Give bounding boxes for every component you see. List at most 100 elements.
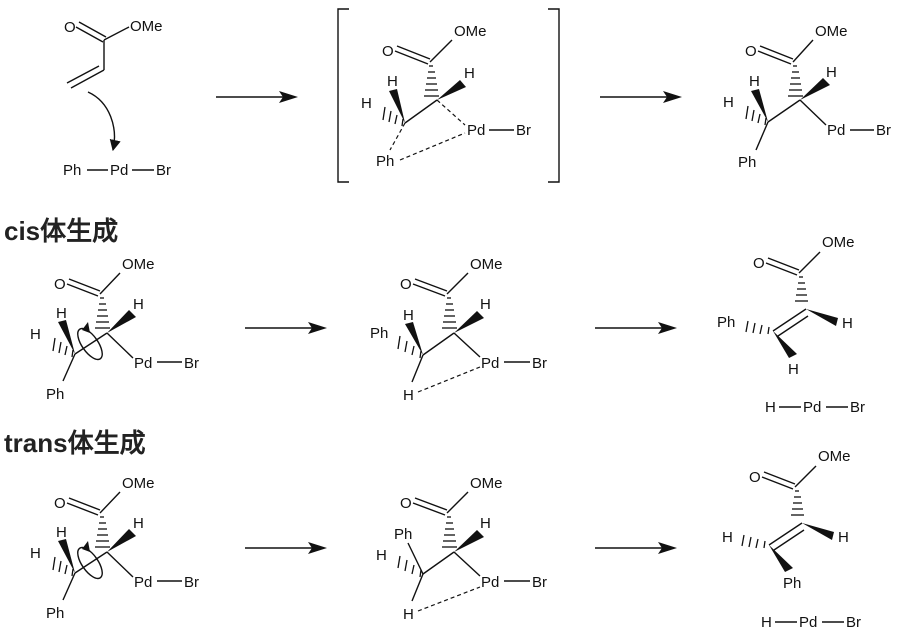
hashed-bond bbox=[95, 516, 110, 548]
reaction-arrow-6 bbox=[595, 542, 677, 554]
left-bracket bbox=[337, 8, 349, 183]
palladium-label: Pd bbox=[110, 162, 128, 179]
cis-rotamer: O OMe H H H Ph Pd Br bbox=[30, 256, 199, 403]
hydrogen-label: H bbox=[403, 387, 414, 404]
hashed-bond bbox=[442, 297, 457, 329]
ester-o-bond bbox=[446, 272, 469, 295]
hydrogen-label: H bbox=[722, 529, 733, 546]
reaction-arrow-3 bbox=[245, 322, 327, 334]
bromine-label: Br bbox=[846, 614, 861, 631]
methoxy-label: OMe bbox=[454, 23, 487, 40]
phenyl-label: Ph bbox=[394, 526, 412, 543]
carbonyl-bond bbox=[761, 476, 794, 490]
methoxy-label: OMe bbox=[815, 23, 848, 40]
forming-pd-h-bond bbox=[417, 366, 481, 393]
ester-o-bond bbox=[103, 26, 130, 41]
rotation-arrow bbox=[77, 327, 103, 361]
c-h-bond bbox=[411, 573, 424, 602]
bromine-label: Br bbox=[184, 355, 199, 372]
carbonyl-bond-2 bbox=[78, 21, 107, 38]
rotation-arrowhead bbox=[82, 322, 90, 333]
hashed-bond bbox=[397, 335, 422, 359]
c-pd-bond bbox=[799, 99, 827, 126]
bromine-label: Br bbox=[850, 399, 865, 416]
alkene-bond-2 bbox=[66, 65, 100, 84]
wedge-bond bbox=[437, 80, 466, 100]
rotation-arrowhead bbox=[82, 541, 90, 552]
wedge-bond bbox=[454, 311, 484, 333]
carbonyl-bond bbox=[765, 262, 798, 276]
methoxy-label: OMe bbox=[822, 234, 855, 251]
c-pd-bond bbox=[453, 551, 481, 577]
c-c-bond bbox=[74, 551, 108, 574]
wedge-bond bbox=[454, 530, 484, 552]
hashed-bond bbox=[791, 490, 804, 516]
hydrogen-label: H bbox=[30, 326, 41, 343]
hydrogen-label: H bbox=[403, 606, 414, 623]
c-ph-bond bbox=[62, 353, 76, 382]
carbonyl-bond-2 bbox=[68, 497, 101, 511]
hashed-bond bbox=[795, 276, 808, 302]
cis-syn-elimination-state: O OMe H H Ph H Pd Br bbox=[370, 256, 547, 404]
methoxy-label: OMe bbox=[130, 18, 163, 35]
hashed-bond bbox=[788, 65, 803, 97]
c-pd-bond bbox=[453, 332, 481, 358]
phenyl-label: Ph bbox=[717, 314, 735, 331]
carbonyl-oxygen-label: O bbox=[54, 495, 66, 512]
carbonyl-bond-2 bbox=[396, 45, 431, 60]
c-c-bond bbox=[422, 332, 455, 356]
carbonyl-oxygen-label: O bbox=[54, 276, 66, 293]
phenyl-label: Ph bbox=[738, 154, 756, 171]
carbonyl-bond-2 bbox=[414, 497, 448, 511]
phenyl-label: Ph bbox=[46, 386, 64, 403]
methyl-acrylate: O OMe bbox=[64, 18, 163, 152]
methoxy-label: OMe bbox=[470, 475, 503, 492]
trans-alkene-product: O OMe H H Ph bbox=[722, 448, 851, 592]
hydrogen-label: H bbox=[788, 361, 799, 378]
wedge-bond bbox=[58, 539, 75, 573]
hashed-bond bbox=[382, 106, 404, 127]
phenyl-label: Ph bbox=[63, 162, 81, 179]
alkene-bond bbox=[768, 522, 803, 546]
hydrogen-label: H bbox=[376, 547, 387, 564]
bromine-label: Br bbox=[532, 574, 547, 591]
hydridopalladium-bromide-cis: H Pd Br bbox=[765, 399, 865, 416]
phenyl-label: Ph bbox=[46, 605, 64, 622]
heading-trans-formation: trans体生成 bbox=[4, 428, 146, 458]
carbonyl-bond bbox=[75, 26, 104, 43]
ester-o-bond bbox=[99, 491, 121, 514]
carbonyl-bond bbox=[66, 283, 99, 297]
hashed-bond bbox=[95, 297, 110, 329]
hashed-bond bbox=[52, 556, 74, 577]
cis-alkene-product: O OMe H Ph H bbox=[717, 234, 855, 378]
bromine-label: Br bbox=[184, 574, 199, 591]
palladium-label: Pd bbox=[481, 355, 499, 372]
c-ph-bond bbox=[755, 121, 769, 151]
phenyl-palladium-bromide: Ph Pd Br bbox=[63, 162, 171, 179]
carbonyl-oxygen-label: O bbox=[64, 19, 76, 36]
carbonyl-oxygen-label: O bbox=[400, 495, 412, 512]
wedge-bond bbox=[769, 545, 793, 572]
hydrogen-label: H bbox=[30, 545, 41, 562]
methoxy-label: OMe bbox=[122, 475, 155, 492]
hydrogen-label: H bbox=[133, 515, 144, 532]
right-bracket bbox=[548, 8, 560, 183]
hydrogen-label: H bbox=[765, 399, 776, 416]
wedge-bond bbox=[405, 322, 423, 355]
phenyl-label: Ph bbox=[783, 575, 801, 592]
trans-syn-elimination-state: O OMe H Ph H H Pd Br bbox=[376, 475, 547, 623]
trans-rotamer: O OMe H H H Ph Pd Br bbox=[30, 475, 199, 622]
carbonyl-bond-2 bbox=[763, 471, 796, 485]
reaction-arrow-1 bbox=[216, 91, 298, 103]
c-pd-bond bbox=[106, 332, 134, 359]
hydrogen-label: H bbox=[480, 515, 491, 532]
forming-c-pd-bond bbox=[436, 99, 466, 126]
hydrogen-label: H bbox=[480, 296, 491, 313]
carbonyl-bond bbox=[66, 502, 99, 516]
palladium-label: Pd bbox=[481, 574, 499, 591]
bromine-label: Br bbox=[532, 355, 547, 372]
c-c-bond bbox=[74, 332, 108, 355]
ester-o-bond bbox=[794, 465, 817, 488]
hydrogen-label: H bbox=[723, 94, 734, 111]
